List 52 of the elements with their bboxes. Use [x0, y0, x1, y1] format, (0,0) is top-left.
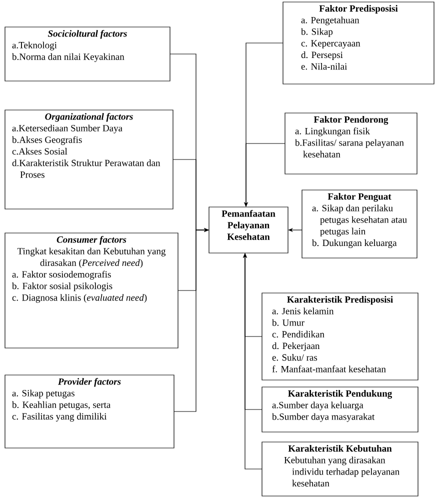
- factor-box: [262, 386, 418, 432]
- factor-box: [4, 374, 174, 448]
- box-heading: Faktor Pendorong: [314, 116, 388, 125]
- list-item: b.Fasilitas/ sarana pelayanan kesehatan: [295, 139, 404, 158]
- list-item: a.Ketersediaan Sumber Daya: [12, 124, 122, 134]
- list-item: a. Sikap petugas: [12, 390, 74, 398]
- box-heading: Karakteristik Predisposisi: [287, 296, 393, 305]
- list-item: b. Faktor sosial psikologis: [12, 282, 112, 292]
- box-heading: Provider factors: [58, 378, 121, 387]
- list-item: c. Diagnosa klinis (evaluated need): [12, 294, 147, 303]
- factor-box: [284, 112, 418, 174]
- list-item: c. Fasilitas yang dimiliki: [12, 412, 107, 422]
- factor-box: [208, 206, 288, 254]
- list-item: b.Norma dan nilai Keyakinan: [12, 53, 124, 62]
- box-heading: Faktor Predisposisi: [319, 5, 398, 14]
- list-item: b.Akses Geografis: [12, 136, 82, 145]
- list-item: a.Sumber daya keluarga: [272, 402, 364, 410]
- box-heading: Karakteristik Pendukung: [288, 390, 392, 399]
- list-item: c.Akses Sosial: [12, 148, 68, 155]
- list-item: a. Lingkungan fisik: [295, 128, 370, 136]
- list-item: a. Pengetahuan: [301, 16, 360, 26]
- body-text: Tingkat kesakitan dan Kebutuhan yang dirasakan (Perceived need): [17, 248, 166, 268]
- box-heading: Pemanfaatan Pelayanan Kesehatan: [222, 210, 276, 240]
- list-item: b. Umur: [272, 319, 304, 326]
- factor-box: [282, 2, 434, 84]
- list-item: f. Manfaat-manfaat kesehatan: [272, 366, 386, 372]
- list-item: b. Keahlian petugas, serta: [12, 401, 111, 410]
- list-item: d.Karakteristik Struktur Perawatan dan Proses: [12, 160, 160, 178]
- list-item: a. Jenis kelamin: [272, 308, 334, 314]
- list-item: a.Teknologi: [12, 42, 57, 50]
- factor-box: [262, 292, 418, 380]
- box-heading: Faktor Penguat: [328, 193, 392, 202]
- box-heading: Socicioltural factors: [48, 30, 127, 39]
- list-item: b. Sikap: [301, 28, 333, 37]
- box-heading: Karakteristik Kebutuhan: [288, 445, 392, 452]
- box-heading: Organizational factors: [45, 113, 133, 122]
- factor-box: [4, 232, 178, 348]
- list-item: c. Pendidikan: [272, 330, 324, 338]
- factor-box: [4, 26, 170, 82]
- factor-box: [302, 190, 418, 258]
- list-item: b.Sumber daya masyarakat: [272, 413, 375, 422]
- factor-box: [4, 110, 174, 210]
- list-item: b. Dukungan keluarga: [312, 239, 397, 248]
- list-item: d. Persepsi: [301, 51, 343, 60]
- list-item: Kebutuhan yang dirasakan individu terhadap pelayanan kesehatan: [284, 456, 400, 486]
- box-heading: Consumer factors: [56, 236, 126, 245]
- list-item: e. Suku/ ras: [272, 354, 318, 361]
- list-item: d. Pekerjaan: [272, 342, 320, 352]
- list-item: a. Faktor sosiodemografis: [12, 270, 111, 280]
- list-item: c. Kepercayaan: [301, 40, 360, 48]
- list-item: e. Nila-nilai: [301, 63, 347, 70]
- factor-box: [262, 442, 418, 496]
